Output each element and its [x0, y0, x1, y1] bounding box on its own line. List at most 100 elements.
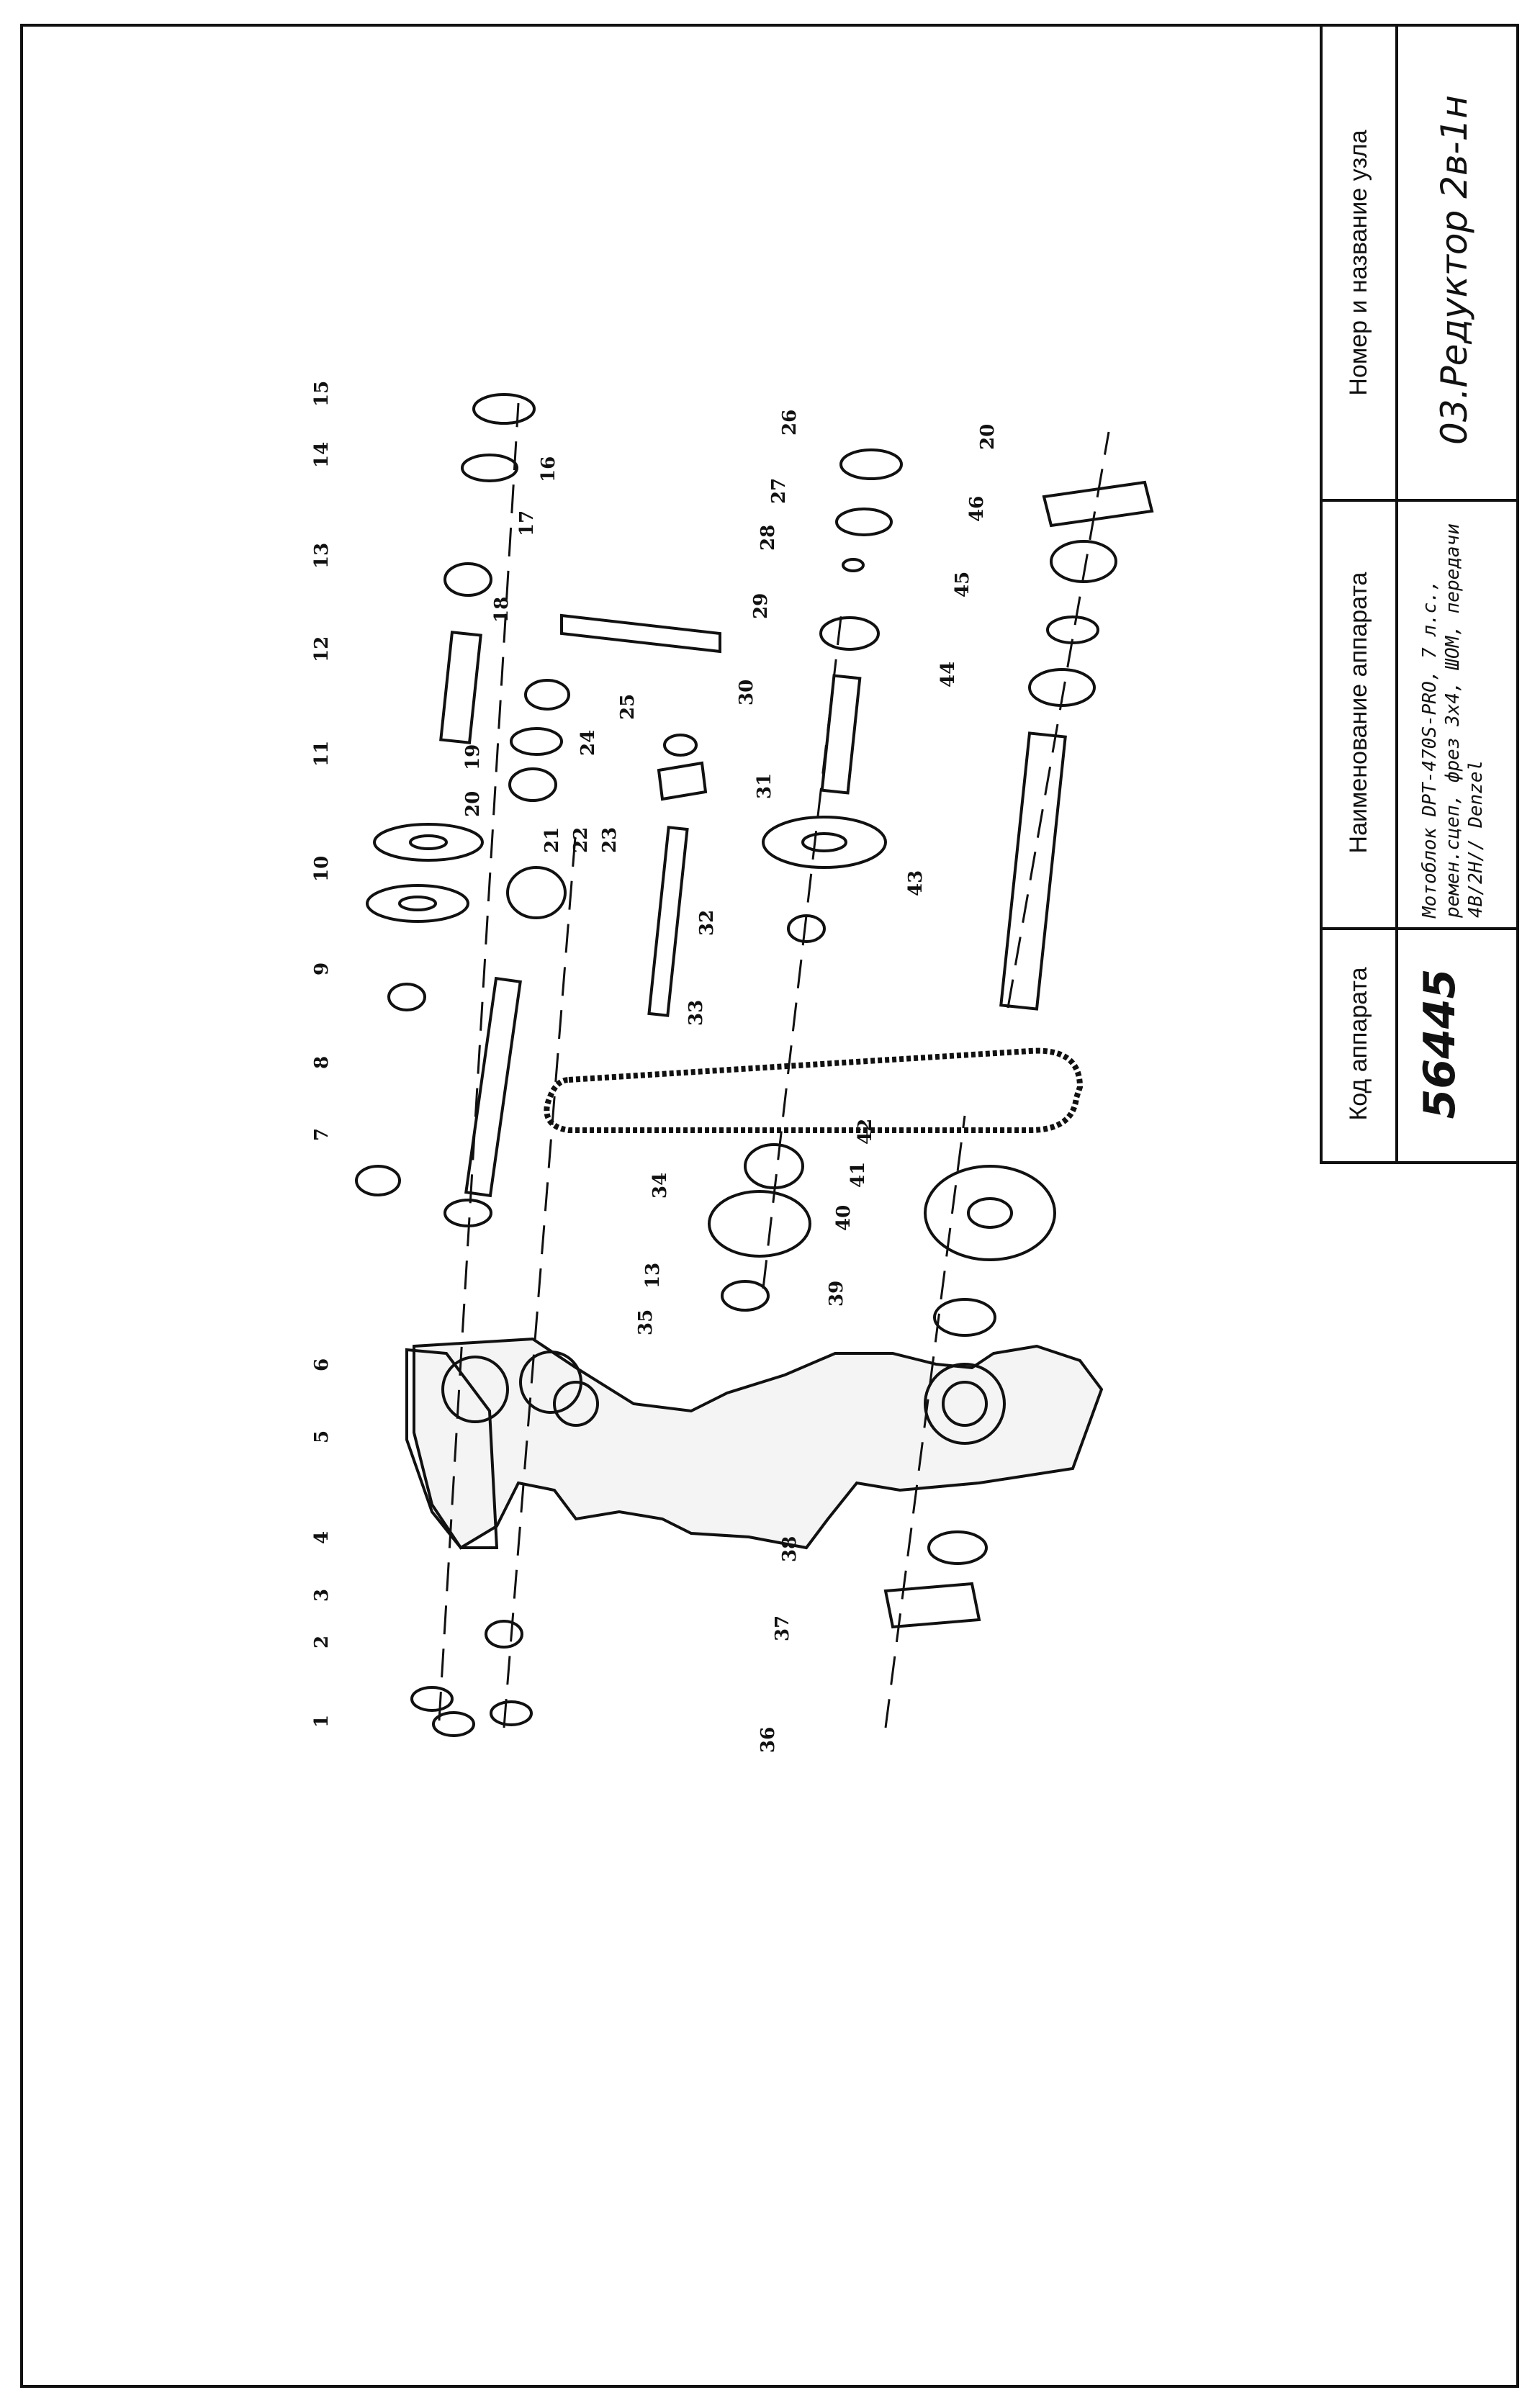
bearing-43 — [1028, 668, 1096, 707]
sleeve-31 — [787, 914, 826, 943]
gear-21 — [506, 866, 567, 919]
callout: 25 — [617, 694, 639, 720]
name-value: Мотоблок DPT-470S-PRO, 7 л.с., ремен.сце… — [1419, 523, 1487, 918]
callout: 3 — [311, 1589, 333, 1602]
callout: 22 — [570, 827, 592, 853]
callout: 2 — [311, 1636, 333, 1649]
callout: 19 — [462, 744, 484, 770]
callout: 16 — [538, 456, 559, 482]
gearbox-housing — [413, 1337, 1104, 1550]
callout: 15 — [311, 381, 333, 407]
callout: 36 — [757, 1727, 779, 1753]
seal-1 — [432, 1711, 475, 1737]
callout: 20 — [977, 424, 999, 450]
callout: 10 — [311, 856, 333, 882]
sprocket-39 — [924, 1165, 1056, 1261]
ring-19 — [510, 727, 563, 756]
callout: 38 — [779, 1536, 801, 1562]
bearing-20a — [508, 767, 557, 802]
bearing-20b — [819, 616, 880, 651]
bushing-14 — [461, 454, 518, 482]
ring-28 — [842, 558, 865, 572]
callout: 42 — [855, 1119, 876, 1145]
shaft-8 — [464, 976, 522, 1198]
ring-15 — [472, 393, 536, 425]
callout: 39 — [826, 1281, 847, 1307]
callout: 8 — [311, 1056, 333, 1069]
callout: 9 — [311, 962, 333, 975]
callout: 29 — [750, 593, 772, 619]
callout: 44 — [937, 662, 959, 687]
callout: 17 — [516, 510, 538, 536]
node-header: Номер и название узла — [1345, 130, 1372, 396]
callout: 34 — [649, 1173, 671, 1199]
gearbox-parts — [355, 393, 1154, 1737]
callout: 5 — [311, 1430, 333, 1443]
gear-11 — [373, 823, 484, 862]
gear-10 — [366, 884, 469, 923]
callout: 46 — [966, 496, 988, 522]
mount-bracket — [405, 1348, 499, 1549]
callout: 35 — [635, 1309, 657, 1335]
callout: 21 — [541, 827, 563, 853]
callout: 43 — [905, 870, 927, 896]
callout: 20 — [462, 791, 484, 817]
callout: 18 — [491, 597, 513, 623]
shaft-12 — [439, 631, 482, 744]
callouts: 1 2 3 4 5 6 7 8 9 10 11 12 13 14 15 16 1… — [311, 381, 999, 1753]
callout: 1 — [311, 1715, 333, 1728]
ring-44 — [1046, 615, 1099, 644]
callout: 30 — [736, 680, 757, 705]
bearing-13b — [721, 1280, 770, 1312]
callout: 13 — [642, 1263, 664, 1289]
node-value: 03.Редуктор 2в-1н — [1433, 95, 1475, 445]
gear-30 — [762, 816, 887, 869]
bearing-13a — [443, 562, 492, 597]
sprocket-33 — [744, 1143, 804, 1189]
callout: 23 — [599, 827, 621, 853]
bearing-45 — [1050, 540, 1117, 583]
callout: 14 — [311, 442, 333, 468]
callout: 11 — [311, 741, 333, 767]
callout: 33 — [685, 1000, 707, 1026]
callout: 26 — [779, 410, 801, 436]
cover-46 — [1042, 480, 1154, 528]
callout: 13 — [311, 543, 333, 569]
drawing-frame — [20, 24, 1519, 2388]
part-25 — [663, 734, 698, 757]
callout: 4 — [311, 1531, 333, 1544]
ring-26 — [839, 448, 903, 480]
seal-1b — [410, 1686, 454, 1712]
chain-32 — [544, 1047, 1084, 1133]
callout: 45 — [952, 572, 973, 598]
fork-24 — [657, 761, 708, 801]
bearing-38 — [933, 1298, 996, 1337]
callout: 40 — [833, 1205, 855, 1231]
seal-3b — [490, 1700, 533, 1726]
callout: 31 — [754, 773, 775, 799]
callout: 7 — [311, 1128, 333, 1141]
callout: 24 — [577, 730, 599, 756]
callout: 12 — [311, 636, 333, 662]
seal-3 — [485, 1620, 523, 1649]
cover-36 — [883, 1582, 981, 1629]
shaft-42 — [999, 731, 1067, 1011]
callout: 37 — [772, 1615, 793, 1641]
callout: 41 — [847, 1162, 869, 1188]
bearing-7a — [355, 1165, 401, 1196]
title-block — [1320, 24, 1519, 1164]
bushing-27 — [835, 508, 893, 536]
shaft-29 — [820, 674, 862, 795]
shaft-23 — [647, 826, 689, 1017]
callout: 28 — [757, 525, 779, 551]
sleeve-9 — [387, 983, 426, 1011]
seal-37 — [927, 1530, 988, 1565]
callout: 27 — [768, 478, 790, 504]
cover-17 — [560, 613, 721, 654]
callout: 6 — [311, 1358, 333, 1371]
gear-34 — [708, 1190, 811, 1258]
callout: 32 — [696, 910, 718, 936]
name-header: Наименование аппарата — [1345, 572, 1372, 854]
bearing-7b — [443, 1199, 492, 1227]
